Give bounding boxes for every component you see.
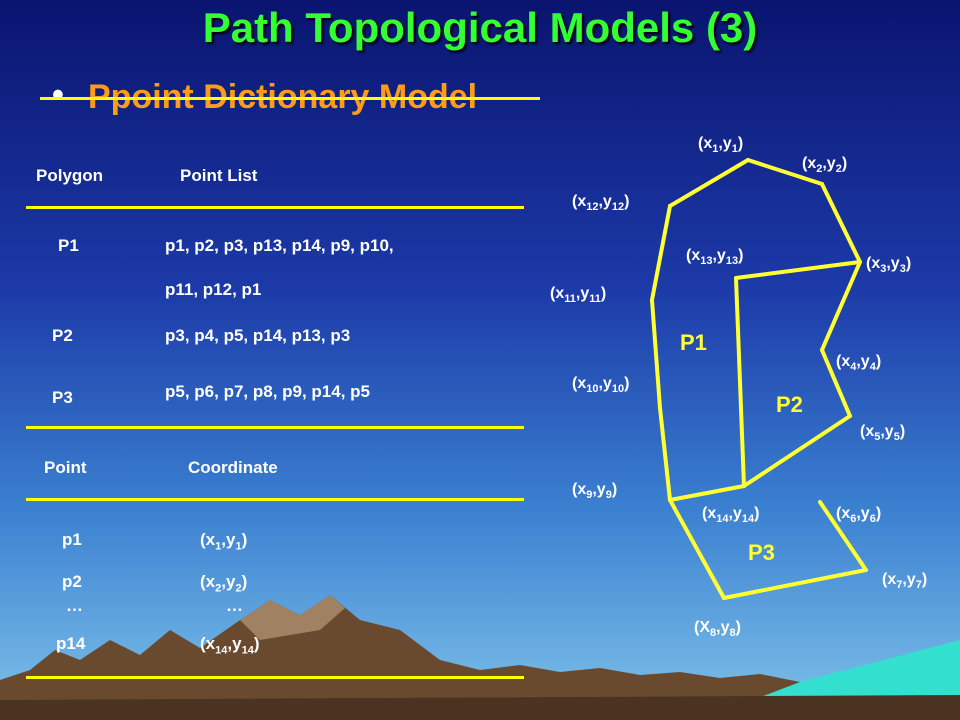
point-list-cell: p1, p2, p3, p13, p14, p9, p10, bbox=[165, 236, 394, 255]
point-cell: p14 bbox=[56, 634, 86, 653]
point-list-cell-continued: p11, p12, p1 bbox=[165, 280, 262, 299]
coordinate-cell: (x1,y1) bbox=[200, 530, 248, 553]
edge-p9-p10 bbox=[658, 406, 672, 502]
point-list-cell: p5, p6, p7, p8, p9, p14, p5 bbox=[165, 382, 371, 401]
point-label-12: (x12,y12) bbox=[572, 193, 629, 213]
edge-p6-p7 bbox=[818, 500, 868, 572]
edge-p14-p9 bbox=[668, 484, 746, 502]
edge-p12-p1 bbox=[668, 158, 750, 208]
polygon-edges bbox=[650, 158, 868, 600]
subtitle-strikethrough-line bbox=[40, 97, 540, 100]
polygon-label-p1: P1 bbox=[680, 330, 707, 355]
polygon-cell: P1 bbox=[58, 236, 79, 255]
point-label-5: (x5,y5) bbox=[860, 423, 905, 443]
edge-p4-p5 bbox=[820, 348, 852, 418]
edge-p2-p3 bbox=[820, 182, 862, 264]
point-label-3: (x3,y3) bbox=[866, 255, 911, 275]
edge-p1-p2 bbox=[746, 158, 824, 186]
point-list-cell: p3, p4, p5, p14, p13, p3 bbox=[165, 326, 351, 345]
coordinate-cell: (x14,y14) bbox=[200, 634, 260, 657]
polygon-label-p2: P2 bbox=[776, 392, 803, 417]
coordinate-cell: (x2,y2) bbox=[200, 572, 248, 595]
mountain-landscape bbox=[0, 595, 960, 720]
point-labels: (x1,y1) (x2,y2) (x3,y3) (x4,y4) (x5,y5) (x6,y… bbox=[550, 135, 927, 639]
polygon-cell: P2 bbox=[52, 326, 73, 345]
edge-p8-p9 bbox=[668, 498, 726, 600]
table-rule bbox=[26, 426, 524, 429]
edge-p3-p13 bbox=[734, 260, 862, 280]
point-label-10: (x10,y10) bbox=[572, 375, 629, 395]
edge-p13-p14 bbox=[734, 276, 746, 488]
header-polygon: Polygon bbox=[36, 166, 104, 185]
header-point-list: Point List bbox=[180, 166, 258, 185]
edge-p5-p14 bbox=[742, 414, 852, 488]
point-label-14: (x14,y14) bbox=[702, 505, 759, 525]
edge-p3-p4 bbox=[820, 260, 862, 352]
point-cell: p2 bbox=[62, 572, 82, 591]
ellipsis-coordinate: … bbox=[226, 596, 243, 615]
point-label-4: (x4,y4) bbox=[836, 353, 881, 373]
edge-p11-p12 bbox=[650, 204, 672, 302]
table-rule bbox=[26, 676, 524, 679]
header-coordinate: Coordinate bbox=[188, 458, 278, 477]
ellipsis-point: … bbox=[66, 596, 83, 615]
point-cell: p1 bbox=[62, 530, 82, 549]
header-point: Point bbox=[44, 458, 87, 477]
table-rule bbox=[26, 206, 524, 209]
polygon-label-p3: P3 bbox=[748, 540, 775, 565]
polygon-diagram: (x1,y1) (x2,y2) (x3,y3) (x4,y4) (x5,y5) (x6,y… bbox=[550, 135, 927, 639]
point-label-6: (x6,y6) bbox=[836, 505, 881, 525]
polygon-cell: P3 bbox=[52, 388, 73, 407]
point-label-7: (x7,y7) bbox=[882, 571, 927, 591]
point-label-11: (x11,y11) bbox=[550, 285, 606, 305]
point-label-1: (x1,y1) bbox=[698, 135, 743, 155]
edge-p10-p11 bbox=[650, 298, 662, 410]
page-title: Path Topological Models (3) bbox=[202, 4, 758, 51]
edge-p7-p8 bbox=[722, 568, 868, 600]
table-rule bbox=[26, 498, 524, 501]
subtitle-bullet: • bbox=[52, 76, 64, 114]
point-label-13: (x13,y13) bbox=[686, 247, 743, 267]
point-label-2: (x2,y2) bbox=[802, 155, 847, 175]
point-label-9: (x9,y9) bbox=[572, 481, 617, 501]
point-label-8: (X8,y8) bbox=[694, 619, 741, 639]
